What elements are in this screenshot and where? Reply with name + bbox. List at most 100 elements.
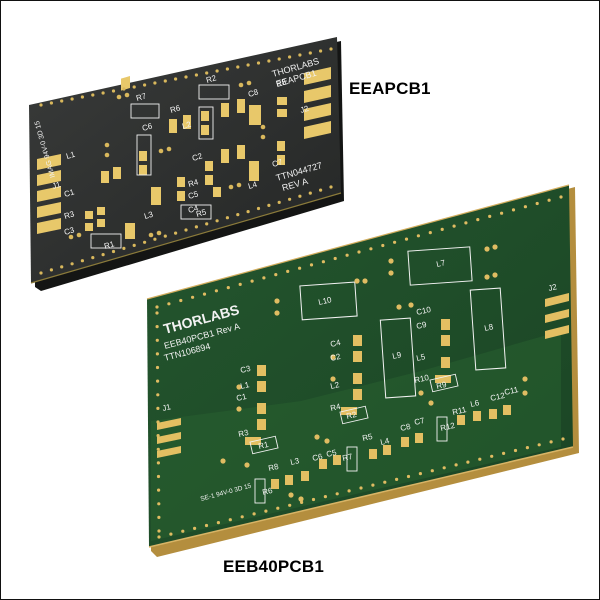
bottom-board-left-fingers	[157, 418, 181, 458]
perimeter-via	[163, 79, 167, 83]
designator-l6: L6	[469, 398, 480, 409]
designator-l8: L8	[483, 322, 494, 333]
perimeter-via	[256, 61, 261, 65]
perimeter-via	[308, 51, 312, 55]
designator-r3: R3	[237, 428, 250, 439]
designator-r1: R1	[103, 239, 116, 251]
perimeter-via	[91, 93, 95, 97]
designator-r6: R6	[169, 103, 182, 115]
bottom-board-caption: EEB40PCB1	[223, 557, 325, 576]
designator-l5: L5	[415, 352, 426, 363]
perimeter-via	[464, 221, 468, 225]
perimeter-via	[111, 249, 116, 254]
perimeter-via	[194, 73, 198, 77]
perimeter-via	[500, 211, 504, 215]
perimeter-via	[559, 195, 563, 199]
top-board-outlines	[90, 84, 230, 249]
perimeter-via	[523, 205, 528, 209]
designator-j2: J2	[299, 104, 310, 115]
perimeter-via	[418, 472, 422, 476]
perimeter-via	[256, 206, 261, 211]
perimeter-via	[236, 65, 240, 69]
perimeter-via	[395, 477, 399, 481]
designator-r12: R12	[439, 421, 456, 433]
designator-r8: R8	[275, 77, 288, 89]
perimeter-via	[252, 512, 256, 516]
perimeter-via	[404, 237, 409, 241]
perimeter-via	[153, 237, 157, 241]
top-board-face	[29, 37, 341, 283]
perimeter-via	[156, 379, 160, 383]
designator-r10: R10	[413, 373, 430, 385]
perimeter-via	[174, 77, 178, 81]
perimeter-via	[535, 201, 539, 206]
designator-c6: C6	[141, 121, 154, 133]
top-board-edge-stripe	[30, 192, 342, 284]
designator-l3: L3	[143, 210, 155, 221]
perimeter-via	[39, 103, 43, 107]
perimeter-via	[111, 89, 116, 93]
designator-j2: J2	[547, 282, 558, 293]
perimeter-via	[393, 240, 397, 244]
bottom-board-inductors	[299, 246, 507, 399]
perimeter-via	[205, 222, 209, 226]
perimeter-via	[428, 231, 432, 235]
perimeter-via	[225, 216, 229, 220]
perimeter-via	[381, 243, 385, 248]
perimeter-via	[181, 529, 185, 533]
perimeter-via	[122, 246, 126, 250]
perimeter-via	[286, 269, 290, 273]
perimeter-via	[321, 260, 325, 264]
top-board-perimeter-vias	[39, 47, 333, 275]
perimeter-via	[156, 447, 160, 451]
perimeter-via	[143, 240, 147, 244]
perimeter-via	[329, 47, 333, 51]
perimeter-via	[549, 440, 553, 444]
perimeter-via	[406, 474, 411, 479]
designator-l10: L10	[317, 295, 333, 307]
perimeter-via	[70, 262, 74, 266]
bottom-board: THORLABS EEB40PCB1 Rev A TTN106894 SE-1 …	[146, 184, 579, 557]
perimeter-via	[319, 188, 323, 192]
perimeter-via	[311, 497, 316, 502]
designator-r7: R7	[135, 91, 148, 103]
perimeter-via	[194, 225, 198, 229]
designator-c6: C6	[311, 452, 324, 463]
perimeter-via	[184, 228, 188, 232]
perimeter-via	[478, 457, 482, 461]
perimeter-via	[60, 265, 64, 269]
perimeter-via	[502, 451, 506, 455]
perimeter-via	[49, 101, 54, 105]
perimeter-via	[319, 49, 323, 53]
perimeter-via	[155, 325, 159, 329]
perimeter-via	[184, 75, 188, 79]
perimeter-via	[156, 393, 160, 397]
perimeter-via	[101, 91, 105, 95]
designator-l1: L1	[65, 150, 77, 161]
perimeter-via	[264, 509, 268, 513]
perimeter-via	[205, 71, 209, 75]
perimeter-via	[80, 259, 84, 263]
perimeter-via	[250, 279, 254, 283]
perimeter-via	[369, 247, 373, 251]
perimeter-via	[238, 282, 242, 286]
perimeter-via	[416, 234, 420, 238]
perimeter-via	[132, 243, 136, 247]
perimeter-via	[169, 532, 173, 536]
perimeter-via	[157, 529, 161, 533]
bottom-board-pour	[151, 331, 561, 541]
designator-r3: R3	[63, 209, 76, 221]
designator-l3: L3	[289, 456, 300, 467]
designator-c7: C7	[413, 416, 426, 427]
designator-l1: L1	[239, 380, 250, 391]
perimeter-via	[157, 535, 161, 539]
perimeter-via	[359, 486, 363, 490]
perimeter-via	[345, 253, 349, 257]
perimeter-via	[163, 234, 167, 238]
perimeter-via	[490, 454, 494, 458]
designator-c8: C8	[399, 422, 412, 433]
perimeter-via	[215, 219, 219, 223]
perimeter-via	[511, 208, 516, 212]
perimeter-via	[347, 489, 351, 493]
designator-c4: C4	[187, 203, 200, 215]
